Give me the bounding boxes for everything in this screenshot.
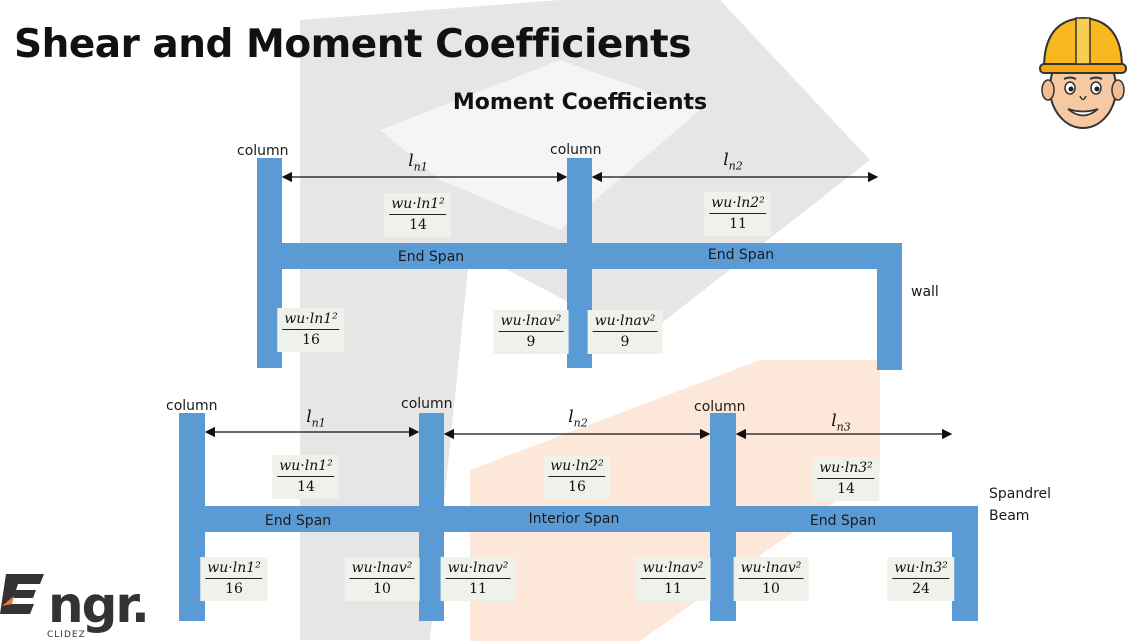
spandrel-beam-label-line-1: Spandrel [989,486,1052,502]
spandrel-beam-label: Spandrel Beam [989,483,1051,527]
engr-logo-subtext: CLIDEZ [47,630,86,640]
spandrel-beam-label-line-2: Beam [989,508,1030,524]
bottom-span-1-label: End Span [264,513,332,529]
top-length-ln2: ln2 [723,150,743,173]
engr-logo-mark [0,574,44,614]
top-beam [282,243,902,269]
page-title: Shear and Moment Coefficients [14,22,691,67]
bottom-column-1-label: column [166,398,218,414]
bottom-length-ln2: ln2 [568,407,588,430]
top-span-1-label: End Span [397,249,465,265]
engr-logo-text: ngr. [48,576,150,634]
bottom-span-2-label: Interior Span [528,511,620,527]
top-wall [877,268,902,370]
top-span-2-label: End Span [707,247,775,263]
diagram-subtitle: Moment Coefficients [452,90,708,115]
bottom-beam [205,506,978,532]
engineer-mascot-icon [1039,16,1127,129]
top-length-ln1: ln1 [408,151,428,174]
bottom-column-2-label: column [401,396,453,412]
bottom-span-3-label: End Span [809,513,877,529]
engr-logo: ngr. [0,566,150,634]
watermark-gray-inner [380,60,700,230]
bottom-column-3-label: column [694,399,746,415]
top-column-2-label: column [550,142,602,158]
bottom-length-ln3: ln3 [831,411,851,434]
bottom-length-ln1: ln1 [306,407,326,430]
top-column-1-label: column [237,143,289,159]
top-wall-label: wall [911,284,939,300]
